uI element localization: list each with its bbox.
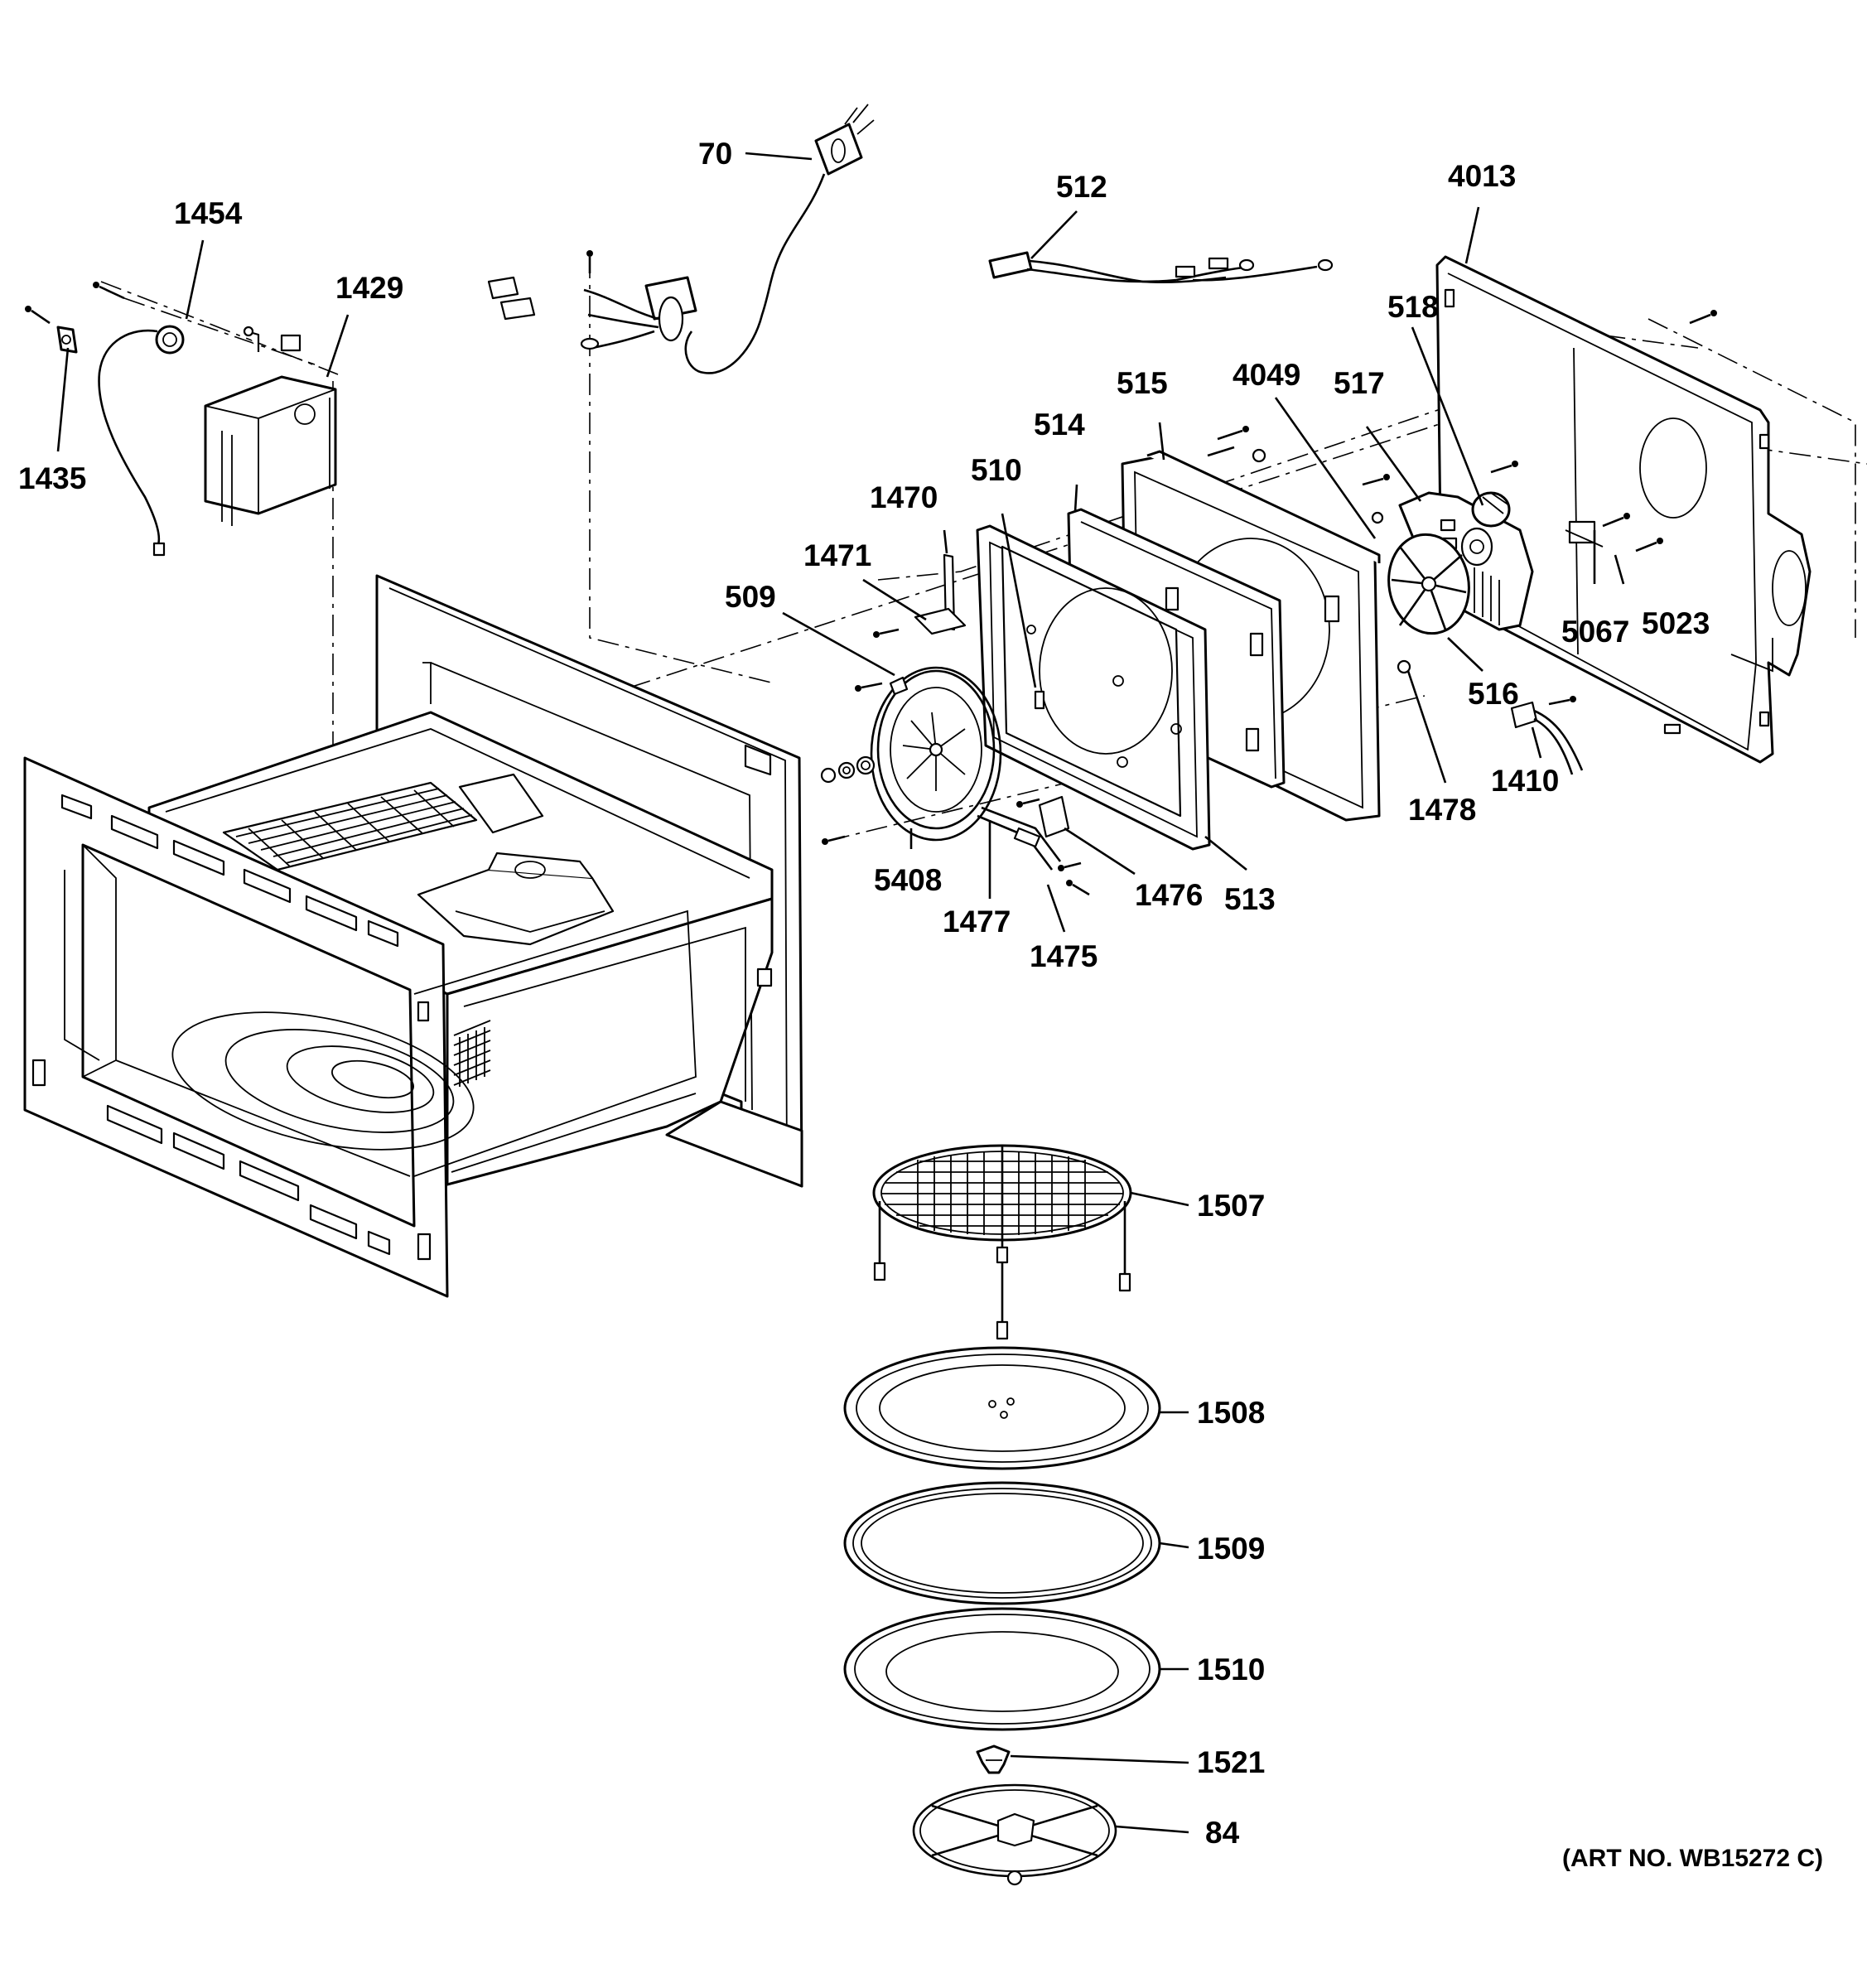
roller-ring-1509 [843,1481,1161,1605]
tray-1510 [843,1607,1161,1731]
oven-cavity-assembly [23,574,803,1298]
front-frame-slots [60,794,399,1256]
harness-512 [988,251,1334,284]
callout-70: 70 [698,137,732,171]
convection-heater-5408 [820,666,1062,871]
power-cord-70 [487,104,875,374]
glass-tray-1508 [843,1346,1161,1470]
motor-assembly [1398,491,1604,631]
callout-514: 514 [1034,408,1085,442]
callout-84: 84 [1205,1816,1240,1850]
cavity-floor-rings [171,1011,475,1151]
callout-517: 517 [1334,366,1385,400]
callout-509: 509 [725,580,776,614]
callout-518: 518 [1387,290,1439,324]
bracket-assembly-1429 [25,282,337,557]
callout-510: 510 [971,453,1022,487]
coupler-1521 [976,1744,1011,1774]
callout-513: 513 [1224,882,1276,916]
side-vent-mesh [453,1020,491,1087]
callout-1454: 1454 [174,196,243,230]
callout-512: 512 [1056,170,1107,204]
fan-blade-516 [1387,533,1470,635]
callout-1478: 1478 [1408,793,1476,827]
callout-516: 516 [1468,677,1519,711]
wire-rack-1507 [872,1144,1132,1340]
leader-lines [56,152,1625,1834]
callout-1429: 1429 [335,271,403,305]
callout-1476: 1476 [1135,878,1203,912]
callout-labels: 70 1454 1429 1435 512 4013 518 515 4049 … [18,137,1823,1872]
small-brackets [822,553,1090,896]
callout-5067: 5067 [1561,615,1629,649]
callout-1470: 1470 [870,480,938,514]
callout-1477: 1477 [943,905,1011,939]
callout-1508: 1508 [1197,1396,1265,1430]
fasteners-right [1207,310,1717,775]
callout-1509: 1509 [1197,1532,1265,1566]
panel-513 [976,524,1211,851]
callout-1521: 1521 [1197,1745,1265,1779]
callout-1475: 1475 [1030,939,1098,973]
callout-1507: 1507 [1197,1189,1265,1223]
callout-5023: 5023 [1642,606,1710,640]
callout-1435: 1435 [18,461,86,495]
callout-515: 515 [1117,366,1168,400]
callout-1410: 1410 [1491,764,1559,798]
roller-support-84 [912,1783,1117,1886]
callout-4013: 4013 [1448,159,1516,193]
callout-4049: 4049 [1233,358,1300,392]
top-vent-grille [235,788,473,867]
art-number: (ART NO. WB15272 C) [1562,1845,1823,1872]
callout-1471: 1471 [803,538,871,572]
callout-1510: 1510 [1197,1653,1265,1686]
callout-5408: 5408 [874,863,942,897]
rack-wires [881,1146,1123,1240]
rear-cover-4013 [1435,255,1812,764]
